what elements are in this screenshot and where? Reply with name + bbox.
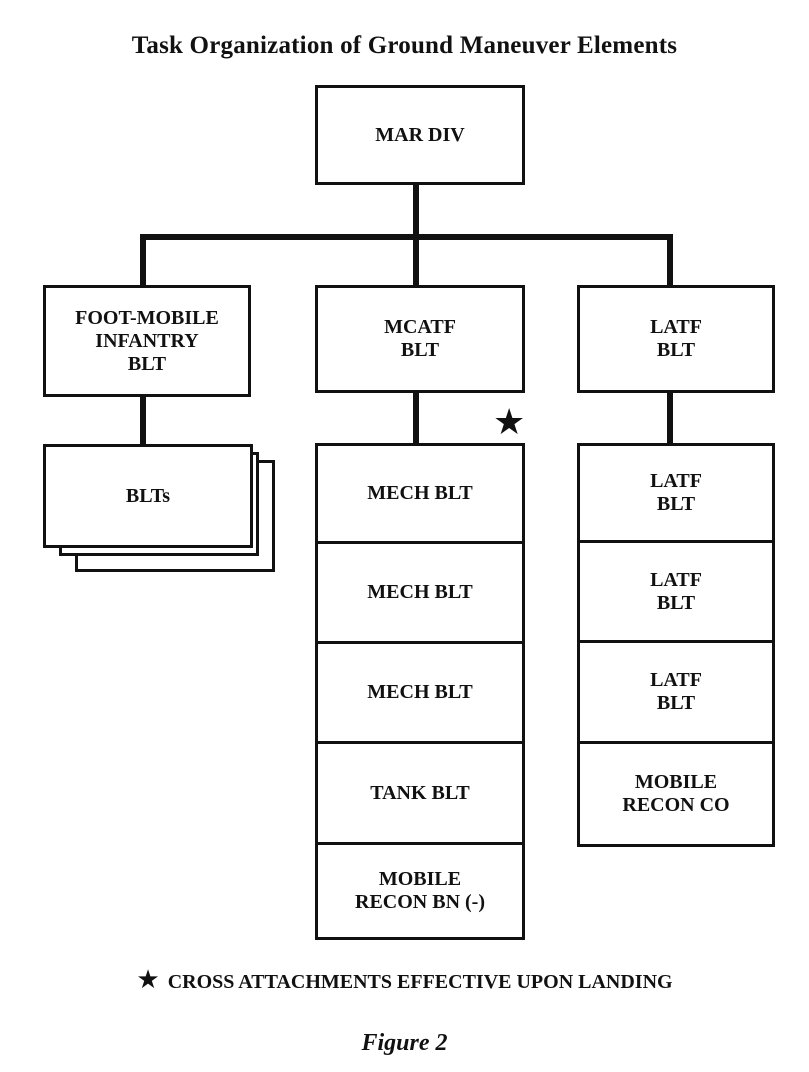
footnote: ★ CROSS ATTACHMENTS EFFECTIVE UPON LANDIN… <box>0 965 809 995</box>
figure-label: Figure 2 <box>361 1030 448 1056</box>
connector-horizontal <box>140 234 673 240</box>
connector-mid-child <box>413 392 419 444</box>
connector-mid-down <box>413 234 419 286</box>
node-mech-blt-2: MECH BLT <box>315 541 525 644</box>
cross-attachment-star-icon: ★ <box>493 402 526 443</box>
connector-right-child <box>667 392 673 444</box>
connector-left-down <box>140 234 146 286</box>
diagram-title: Task Organization of Ground Maneuver Ele… <box>131 32 678 59</box>
node-tank-blt: TANK BLT <box>315 741 525 845</box>
node-latf-blt-1: LATF BLT <box>577 443 775 543</box>
node-mobile-recon-co: MOBILE RECON CO <box>577 741 775 847</box>
node-mech-blt-1: MECH BLT <box>315 443 525 544</box>
node-mobile-recon-bn: MOBILE RECON BN (-) <box>315 842 525 940</box>
node-mar-div: MAR DIV <box>315 85 525 185</box>
connector-root-down <box>413 185 419 235</box>
node-latf-blt-3: LATF BLT <box>577 640 775 744</box>
node-blts: BLTs <box>43 444 253 548</box>
footnote-text: CROSS ATTACHMENTS EFFECTIVE UPON LANDING <box>167 971 673 993</box>
node-foot-mobile-infantry-blt: FOOT-MOBILE INFANTRY BLT <box>43 285 251 397</box>
node-latf-blt-2: LATF BLT <box>577 540 775 643</box>
node-mcatf-blt: MCATF BLT <box>315 285 525 393</box>
node-latf-blt: LATF BLT <box>577 285 775 393</box>
connector-right-down <box>667 234 673 286</box>
connector-left-child <box>140 395 146 447</box>
node-mech-blt-3: MECH BLT <box>315 641 525 744</box>
footnote-star-icon: ★ <box>136 965 160 995</box>
